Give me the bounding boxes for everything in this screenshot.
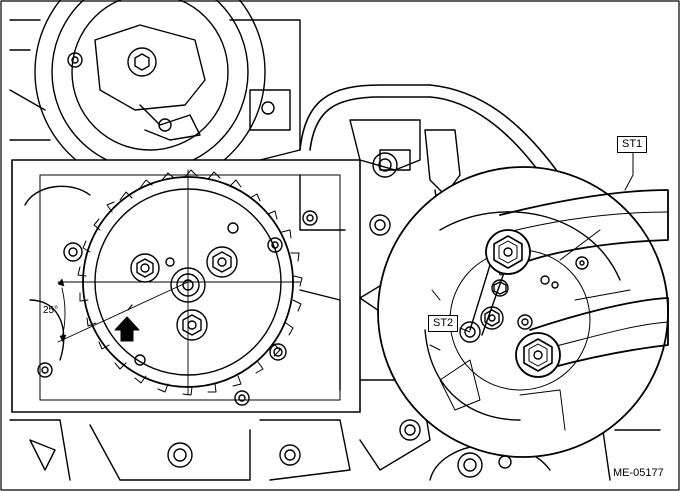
engine-background bbox=[9, 0, 661, 481]
figure-id: ME-05177 bbox=[613, 467, 664, 479]
angle-label: 25° bbox=[43, 305, 59, 316]
sprocket-teeth bbox=[77, 169, 303, 396]
st1-tool bbox=[469, 189, 669, 369]
st2-label: ST2 bbox=[428, 315, 459, 332]
timing-mark-arrow bbox=[114, 316, 140, 342]
st1-label: ST1 bbox=[617, 136, 648, 153]
magnified-view bbox=[377, 166, 669, 458]
inset-panel bbox=[11, 159, 361, 413]
